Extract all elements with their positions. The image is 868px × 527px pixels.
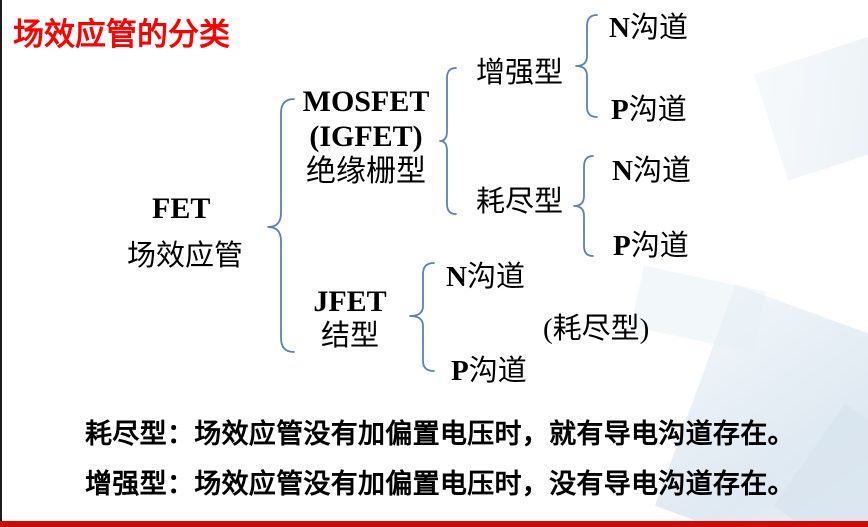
jfet-depletion-note: (耗尽型) [543,313,650,345]
channel-letter: N [446,261,467,293]
node-channel-dep-n: N沟道 [612,155,691,187]
channel-letter: P [451,355,469,387]
channel-word: 沟道 [628,94,687,126]
bottom-red-bar [0,521,868,527]
node-mosfet-abbr: MOSFET [302,85,430,118]
node-jfet: JFET 结型 [295,284,405,354]
channel-word: 沟道 [466,261,525,293]
channel-letter: P [613,230,631,262]
node-mosfet-abbr2: (IGFET) [309,120,423,153]
channel-word: 沟道 [629,12,688,44]
channel-word: 沟道 [468,355,527,387]
node-depletion: 耗尽型 [476,186,564,218]
node-channel-dep-p: P沟道 [613,230,689,262]
note-depletion-definition: 耗尽型：场效应管没有加偏置电压时，就有导电沟道存在。 [85,419,795,449]
channel-letter: N [609,12,630,44]
node-channel-jfet-p: P沟道 [451,355,527,387]
node-mosfet: MOSFET (IGFET) 绝缘栅型 [290,84,442,189]
brace-jfet [409,262,435,372]
left-edge-line [0,0,2,527]
channel-word: 沟道 [630,230,689,262]
node-enhancement: 增强型 [476,57,564,89]
slide-title: 场效应管的分类 [13,17,230,52]
channel-letter: N [612,155,633,187]
brace-depletion [573,155,594,257]
brace-root [267,98,295,353]
node-jfet-abbr: JFET [313,285,387,318]
node-channel-enh-n: N沟道 [609,12,688,44]
node-channel-jfet-n: N沟道 [446,261,525,293]
channel-letter: P [611,94,629,126]
node-fet-name: 场效应管 [127,240,244,272]
note-enhancement-definition: 增强型：场效应管没有加偏置电压时，没有导电沟道存在。 [85,469,795,499]
node-fet-abbr: FET [152,192,211,225]
brace-enhancement [575,14,598,118]
brace-mosfet [439,67,457,215]
node-mosfet-name: 绝缘栅型 [306,155,426,188]
channel-word: 沟道 [632,155,691,187]
node-jfet-name: 结型 [320,320,379,352]
node-channel-enh-p: P沟道 [611,94,687,126]
